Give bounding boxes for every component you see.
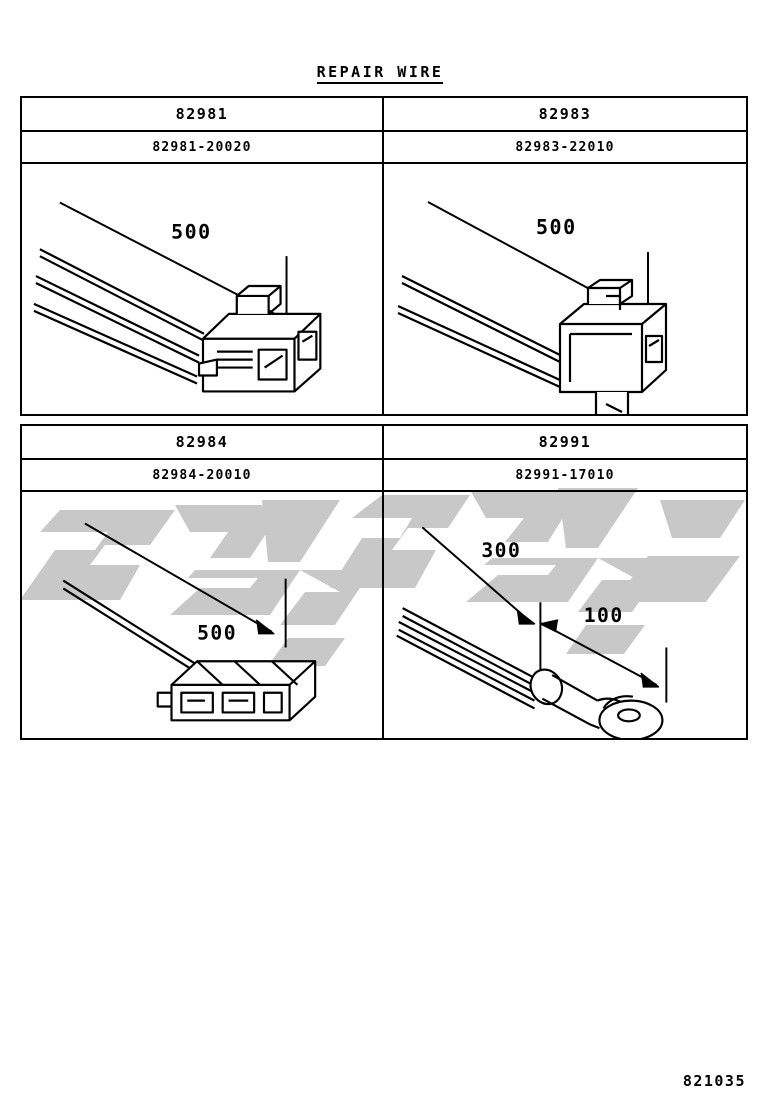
dimension-label-100: 100 — [584, 604, 624, 627]
illustration-cell-82983: 500 — [384, 164, 746, 414]
page-title-text: REPAIR WIRE — [316, 63, 444, 84]
dimension-label-500: 500 — [197, 622, 237, 645]
header-row: 82984 82991 — [22, 426, 746, 460]
parts-table-row-1: 82981 82983 82981-20020 82983-22010 — [20, 96, 748, 416]
three-wire-connector-drawing: 500 — [33, 201, 322, 393]
part-number-82981: 82981-20020 — [22, 132, 384, 162]
dimension-label-500: 500 — [171, 220, 211, 243]
dimension-label-500: 500 — [536, 215, 577, 239]
parts-table-row-2: 82984 82991 82984-20010 82991-17010 — [20, 424, 748, 740]
part-header-82981: 82981 — [22, 98, 384, 130]
two-wire-connector-drawing: 500 — [397, 201, 668, 414]
part-number-row: 82981-20020 82983-22010 — [22, 132, 746, 164]
part-header-82991: 82991 — [538, 433, 592, 451]
ring-terminal-drawing: 300 100 — [396, 526, 668, 738]
flat-connector-drawing: 500 — [62, 522, 317, 722]
part-number-82991: 82991-17010 — [515, 467, 615, 483]
part-header-82983: 82983 — [538, 105, 592, 123]
part-header-82984: 82984 — [22, 426, 384, 458]
part-number-82983: 82983-22010 — [515, 139, 615, 155]
illustration-cell-82991: 300 100 — [384, 492, 746, 738]
page-number: 821035 — [682, 1072, 746, 1090]
page-title: REPAIR WIRE — [0, 62, 760, 84]
part-number-row: 82984-20010 82991-17010 — [22, 460, 746, 492]
illustration-row: 500 — [22, 492, 746, 738]
header-row: 82981 82983 — [22, 98, 746, 132]
part-number-82984: 82984-20010 — [22, 460, 384, 490]
dimension-label-300: 300 — [481, 539, 521, 562]
illustration-cell-82984: 500 — [22, 492, 384, 738]
illustration-row: 500 — [22, 164, 746, 414]
illustration-cell-82981: 500 — [22, 164, 384, 414]
